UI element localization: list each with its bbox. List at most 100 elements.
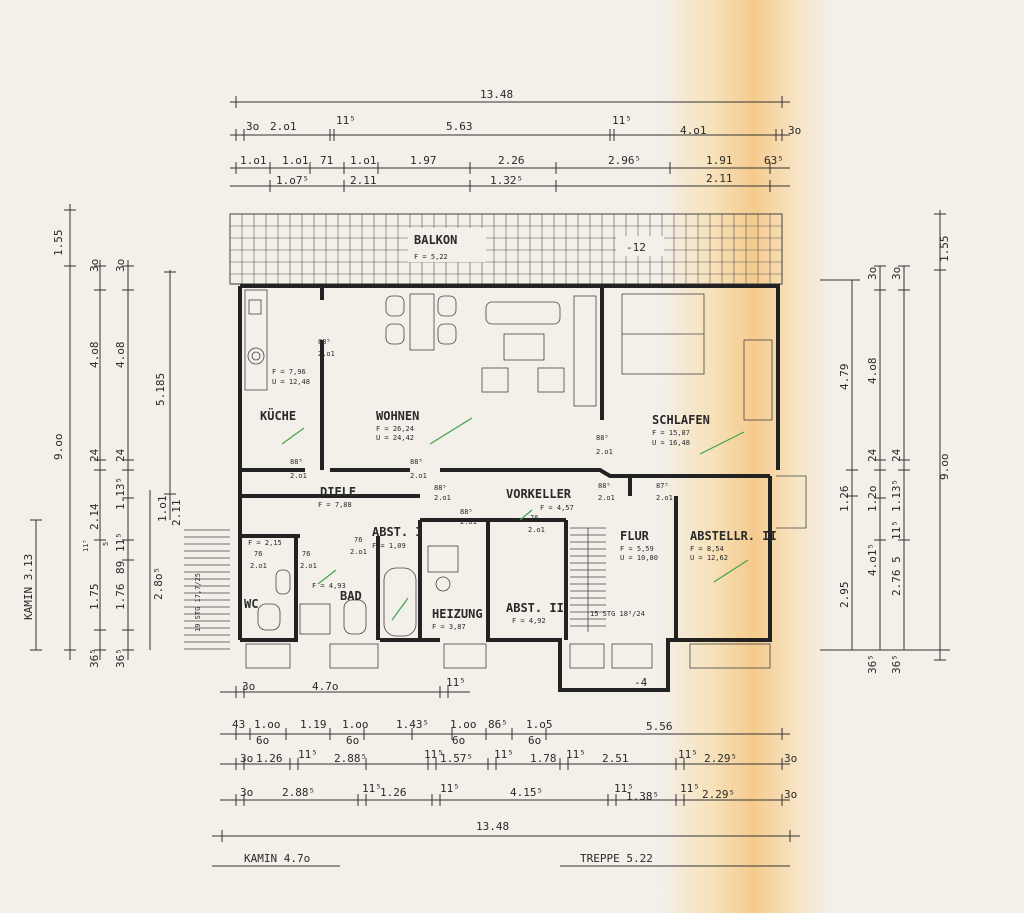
svg-text:2.o1: 2.o1 [528,526,545,534]
svg-text:HEIZUNG: HEIZUNG [432,607,483,621]
top-r1-4: 11⁵ [612,114,632,127]
left-misc-0: 11⁵ [82,539,90,552]
svg-text:KÜCHE: KÜCHE [260,408,296,423]
right-c2-0: 3o [866,267,879,280]
top-r2-2: 71 [320,154,333,167]
left-c2-5: 36⁵ [88,648,101,668]
left-c2-2: 24 [88,448,101,462]
svg-text:SCHLAFEN: SCHLAFEN [652,413,710,427]
svg-text:FLUR: FLUR [620,529,650,543]
svg-text:2.o1: 2.o1 [434,494,451,502]
bot-r2-2: 1.19 [300,718,327,731]
svg-text:ABST. II: ABST. II [506,601,564,615]
bot-r4-4: 11⁵ [440,782,460,795]
svg-text:88⁵: 88⁵ [598,482,611,490]
top-r2-6: 2.96⁵ [608,154,641,167]
room-vorkeller: VORKELLER F = 4,57 [506,487,574,512]
bot-r2-6: 86⁵ [488,718,508,731]
svg-text:U = 10,80: U = 10,80 [620,554,658,562]
room-diele: DIELE F = 7,88 [318,485,356,509]
svg-text:88⁵: 88⁵ [434,484,447,492]
stair-label-left: 19 STG 17,7/25 [194,573,202,632]
bot-r1-0: 3o [242,680,255,693]
bot-r3-6: 11⁵ [494,748,514,761]
room-labels: KÜCHE F = 7,96 U = 12,48 WOHNEN F = 26,2… [194,368,777,689]
bot-r3-11: 2.29⁵ [704,752,737,765]
area-markers [281,417,749,621]
right-c2-3: 1.2o [866,486,879,513]
outer-walls [238,284,807,692]
bot-r4-9: 2.29⁵ [702,788,735,801]
left-dimensions: 1.55 9.oo 3o 4.o8 24 2.14 1.75 36⁵ 3o 4.… [22,204,183,668]
left-c2-4: 1.75 [88,584,101,611]
bot-r2b-1: 6o [346,734,359,747]
svg-text:88⁵: 88⁵ [290,458,303,466]
left-c4-1: 1.o1 [156,496,169,523]
top-r2-8: 63⁵ [764,154,784,167]
svg-text:2.o1: 2.o1 [596,448,613,456]
right-dimensions: 1.55 9.oo 4.79 1.26 2.95 36⁵ 3o 4.o8 24 … [820,210,951,674]
svg-text:2.o1: 2.o1 [598,494,615,502]
svg-text:F = 4,92: F = 4,92 [512,617,546,625]
svg-text:F = 4,57: F = 4,57 [540,504,574,512]
room-bad: BAD F = 4,93 [312,582,362,603]
left-c3-4: 11⁵ [114,532,127,552]
left-outer-1: 9.oo [52,434,65,461]
top-dimensions: 13.48 3o 2.o1 11⁵ 5.63 11⁵ 4.o1 3o 1.o1 … [230,88,801,192]
bot-r4-8: 11⁵ [680,782,700,795]
right-c3-3: 11⁵ [890,520,903,540]
svg-text:VORKELLER: VORKELLER [506,487,572,501]
bot-r3-2: 11⁵ [298,748,318,761]
svg-text:WOHNEN: WOHNEN [376,409,419,423]
interior-walls [240,286,678,640]
svg-text:F = 1,09: F = 1,09 [372,542,406,550]
svg-text:U = 16,48: U = 16,48 [652,439,690,447]
svg-text:76: 76 [302,550,310,558]
svg-text:2.o1: 2.o1 [350,548,367,556]
left-c3-7: 36⁵ [114,648,127,668]
right-c1-3: 36⁵ [866,654,879,674]
svg-text:ABSTELLR. II: ABSTELLR. II [690,529,777,543]
top-r1-6: 3o [788,124,801,137]
bot-r4-7: 1.38⁵ [626,790,659,803]
door-dimensions: 88⁵ 2.o1 88⁵ 2.o1 88⁵ 2.o1 88⁵ 2.o1 88⁵ … [250,338,673,570]
svg-text:F = 15,87: F = 15,87 [652,429,690,437]
top-r1-0: 3o [246,120,259,133]
left-c4-0: 5.185 [154,373,167,406]
bot-r4-1: 2.88⁵ [282,786,315,799]
bot-r1-2: 11⁵ [446,676,466,689]
svg-text:WC: WC [244,597,258,611]
svg-text:ABST. I: ABST. I [372,525,423,539]
treppe-dimension: TREPPE 5.22 [580,852,653,865]
svg-text:DIELE: DIELE [320,485,356,499]
bot-r4-0: 3o [240,786,253,799]
bottom-dimensions: 3o 4.7o 11⁵ 43 1.oo 1.19 1.oo 1.43⁵ 1.oo… [212,676,800,867]
stair-label-right: 15 STG 18³/24 [590,610,645,618]
svg-text:F = 5,59: F = 5,59 [620,545,654,553]
room-heizung: HEIZUNG F = 3,87 [432,607,483,631]
top-r2-4: 1.97 [410,154,437,167]
top-r3-1: 2.11 [350,174,377,187]
left-c2-3: 2.14 [88,503,101,530]
top-r1-5: 4.o1 [680,124,707,137]
bot-r4-2: 11⁵ [362,782,382,795]
right-c3-2: 1.13⁵ [890,479,903,512]
bot-r3-12: 3o [784,752,797,765]
right-c3-0: 3o [890,267,903,280]
svg-text:2.o1: 2.o1 [410,472,427,480]
bot-r2b-0: 6o [256,734,269,747]
svg-text:F = 7,88: F = 7,88 [318,501,352,509]
top-r1-2: 11⁵ [336,114,356,127]
bot-r1-1: 4.7o [312,680,339,693]
right-c1-0: 4.79 [838,364,851,391]
basement-level: -4 [634,676,648,689]
bot-r2-5: 1.oo [450,718,477,731]
bot-r2-7: 1.o5 [526,718,553,731]
svg-text:2.o1: 2.o1 [290,472,307,480]
bot-r3-10: 11⁵ [678,748,698,761]
svg-text:2.o1: 2.o1 [460,518,477,526]
bot-r3-4: 11⁵ [424,748,444,761]
right-outer-1: 9.oo [938,454,951,481]
